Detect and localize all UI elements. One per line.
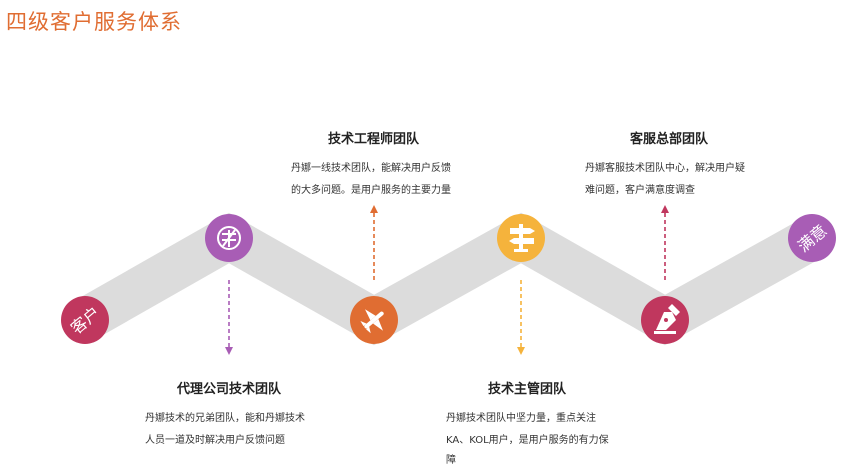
engineer-title: 技术工程师团队 <box>328 132 420 147</box>
manager-desc-line-1: 丹娜技术团队中坚力量，重点关注 <box>446 413 596 424</box>
agent-desc-line-1: 丹娜技术的兄弟团队，能和丹娜技术 <box>145 413 305 424</box>
manager-title: 技术主管团队 <box>488 382 567 397</box>
page-title: 四级客户服务体系 <box>6 10 182 34</box>
engineer-desc-line-1: 丹娜一线技术团队，能解决用户反馈 <box>291 163 451 174</box>
agent-desc-line-2: 人员一道及时解决用户反馈问题 <box>145 435 285 446</box>
manager-desc-line-3: 障 <box>446 455 456 466</box>
service-hq-title: 客服总部团队 <box>630 132 709 147</box>
node-customer: 客户 <box>61 296 109 344</box>
engineer-desc-line-2: 的大多问题。是用户服务的主要力量 <box>291 185 451 196</box>
arrow-engineer-up <box>370 205 378 280</box>
service-hq-block: 客服总部团队 丹娜客服技术团队中心，解决用户疑 难问题，客户满意度调查 <box>585 128 745 202</box>
node-service-hq <box>641 296 689 344</box>
signpost-icon <box>509 224 535 252</box>
service-hq-desc-line-2: 难问题，客户满意度调查 <box>585 185 695 196</box>
arrow-agent-down <box>225 280 233 355</box>
node-engineer <box>350 296 398 344</box>
arrow-manager-down <box>517 280 525 355</box>
node-manager <box>497 214 545 262</box>
badge-emblem-icon <box>217 226 241 250</box>
manager-desc-line-2: KA、KOL用户，是用户服务的有力保 <box>446 435 609 446</box>
zigzag-band <box>74 212 823 346</box>
airplane-icon <box>360 309 384 334</box>
service-hq-desc-line-1: 丹娜客服技术团队中心，解决用户疑 <box>585 163 745 174</box>
agent-block: 代理公司技术团队 丹娜技术的兄弟团队，能和丹娜技术 人员一道及时解决用户反馈问题 <box>145 378 305 452</box>
node-agent <box>205 214 253 262</box>
arrow-service-hq-up <box>661 205 669 280</box>
manager-block: 技术主管团队 丹娜技术团队中坚力量，重点关注 KA、KOL用户，是用户服务的有力… <box>446 378 609 470</box>
engineer-block: 技术工程师团队 丹娜一线技术团队，能解决用户反馈 的大多问题。是用户服务的主要力… <box>291 128 451 202</box>
node-satisfied: 满意 <box>788 214 836 262</box>
agent-title: 代理公司技术团队 <box>177 382 282 397</box>
